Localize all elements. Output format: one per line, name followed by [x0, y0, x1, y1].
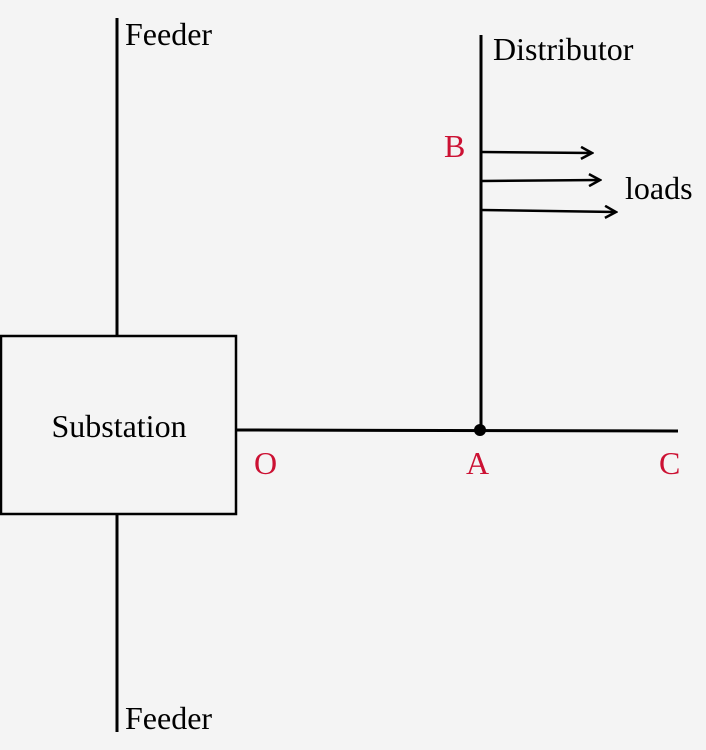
point-a-label: A — [466, 445, 489, 481]
distributor-label: Distributor — [493, 31, 634, 67]
point-b-label: B — [444, 128, 465, 164]
substation-box — [0, 334, 238, 516]
loads-label: loads — [625, 170, 693, 206]
junction-dot-a — [474, 424, 486, 436]
main-line — [235, 428, 679, 433]
feeder-bottom-label: Feeder — [125, 700, 212, 736]
point-o-label: O — [254, 445, 277, 481]
feeder-top-label: Feeder — [125, 16, 212, 52]
point-c-label: C — [659, 445, 680, 481]
load-arrow-2 — [480, 180, 600, 181]
load-arrow-3 — [480, 210, 616, 212]
load-arrow-1 — [480, 152, 592, 153]
substation-label: Substation — [51, 408, 186, 444]
